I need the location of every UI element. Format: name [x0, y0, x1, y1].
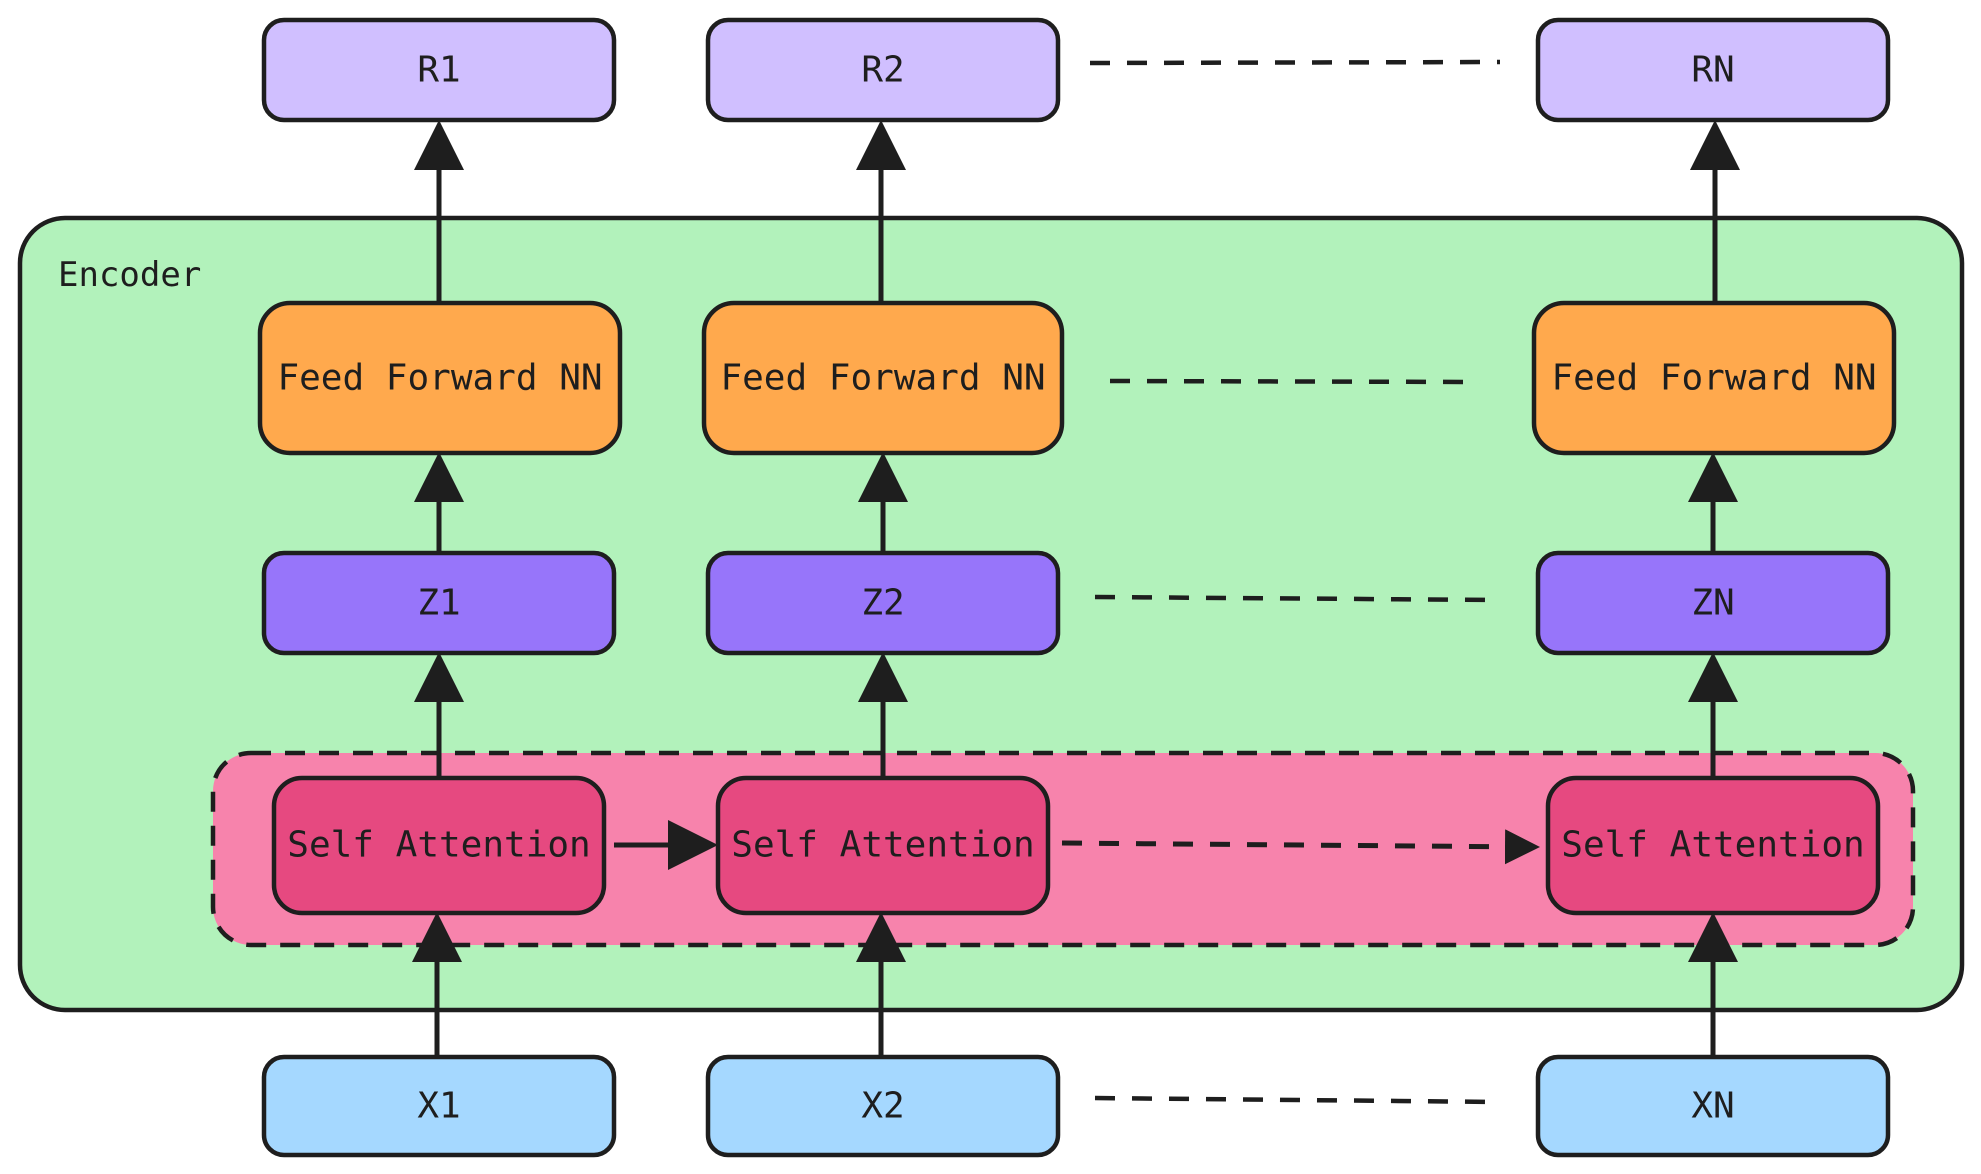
- z-vector-n-label: ZN: [1691, 583, 1734, 624]
- output-rn: RN: [1535, 17, 1891, 123]
- encoder-title: Encoder: [58, 255, 201, 295]
- input-xn: XN: [1535, 1054, 1891, 1158]
- arrow-attention2-to-attentionn: [1061, 829, 1540, 865]
- output-r2-label: R2: [861, 50, 904, 91]
- input-xn-label: XN: [1691, 1086, 1734, 1127]
- dash-inputs: [1094, 1095, 1501, 1105]
- self-attention-group: [210, 750, 1916, 948]
- z-vector-n: ZN: [1535, 550, 1891, 656]
- feed-forward-n-label: Feed Forward NN: [1551, 358, 1876, 399]
- output-r2: R2: [705, 17, 1061, 123]
- self-attention-1: Self Attention: [271, 775, 607, 916]
- self-attention-1-label: Self Attention: [287, 825, 590, 866]
- self-attention-2-label: Self Attention: [731, 825, 1034, 866]
- feed-forward-2-label: Feed Forward NN: [720, 358, 1045, 399]
- self-attention-2: Self Attention: [715, 775, 1051, 916]
- feed-forward-1-label: Feed Forward NN: [277, 358, 602, 399]
- dash-z-vectors: [1094, 594, 1501, 603]
- input-x1: X1: [261, 1054, 617, 1158]
- self-attention-n: Self Attention: [1545, 775, 1881, 916]
- output-rn-label: RN: [1691, 50, 1734, 91]
- feed-forward-1: Feed Forward NN: [257, 300, 623, 456]
- input-x2-label: X2: [861, 1086, 904, 1127]
- feed-forward-2: Feed Forward NN: [701, 300, 1065, 456]
- self-attention-n-label: Self Attention: [1561, 825, 1864, 866]
- dash-feed-forward: [1109, 378, 1481, 385]
- z-vector-1-label: Z1: [417, 583, 460, 624]
- feed-forward-n: Feed Forward NN: [1531, 300, 1897, 456]
- z-vector-1: Z1: [261, 550, 617, 656]
- dash-outputs: [1089, 59, 1501, 66]
- z-vector-2-label: Z2: [861, 583, 904, 624]
- input-x1-label: X1: [417, 1086, 460, 1127]
- input-x2: X2: [705, 1054, 1061, 1158]
- z-vector-2: Z2: [705, 550, 1061, 656]
- output-r1: R1: [261, 17, 617, 123]
- output-r1-label: R1: [417, 50, 460, 91]
